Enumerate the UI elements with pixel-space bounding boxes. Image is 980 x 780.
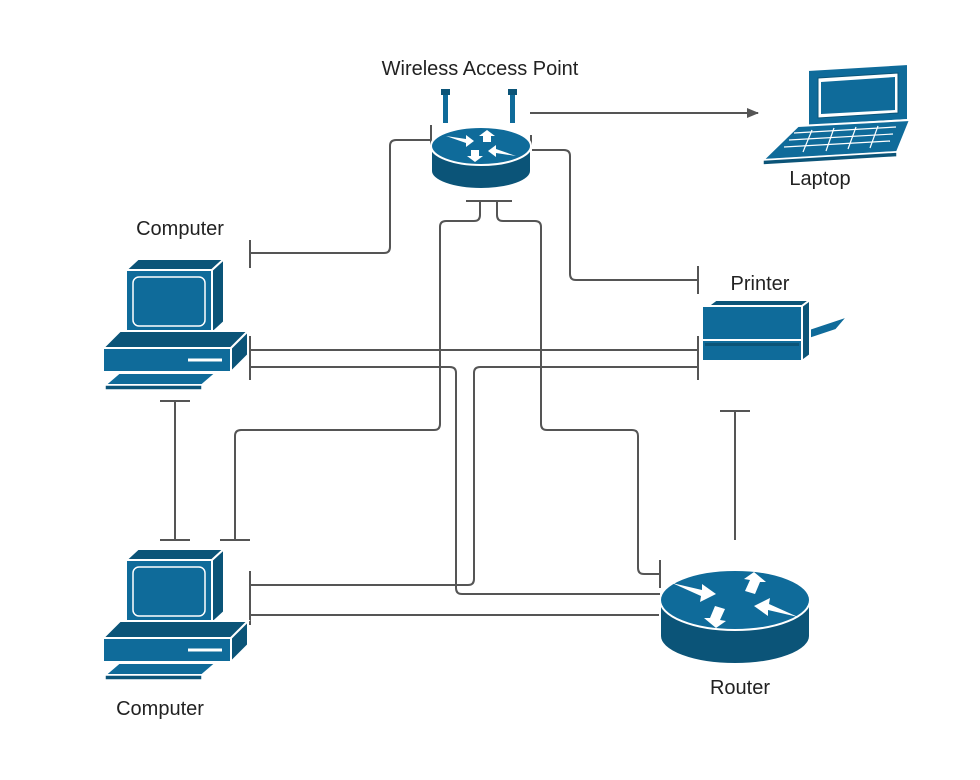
laptop-icon[interactable] (760, 62, 912, 166)
wap-to-computer-top-wire (250, 139, 431, 254)
router-label: Router (710, 677, 770, 699)
connections (160, 108, 759, 628)
computer-top-label: Computer (136, 218, 224, 240)
printer-label: Printer (731, 273, 790, 295)
printer-icon[interactable] (701, 298, 852, 363)
wireless-access-point-icon[interactable] (430, 89, 532, 190)
wap-to-router-wire (496, 201, 660, 575)
wap-to-computer-bottom-wire (234, 201, 481, 540)
computer-bottom-label: Computer (116, 698, 204, 720)
router-icon[interactable] (659, 569, 811, 665)
computer-top-to-router-wire (250, 366, 660, 595)
wap-label: Wireless Access Point (382, 58, 579, 80)
printer-to-computer-bottom-wire (250, 366, 698, 586)
desktop-computer-icon[interactable] (100, 256, 251, 391)
desktop-computer-icon[interactable] (100, 546, 251, 681)
laptop-label: Laptop (789, 168, 850, 190)
wap-to-printer-wire (531, 149, 698, 281)
